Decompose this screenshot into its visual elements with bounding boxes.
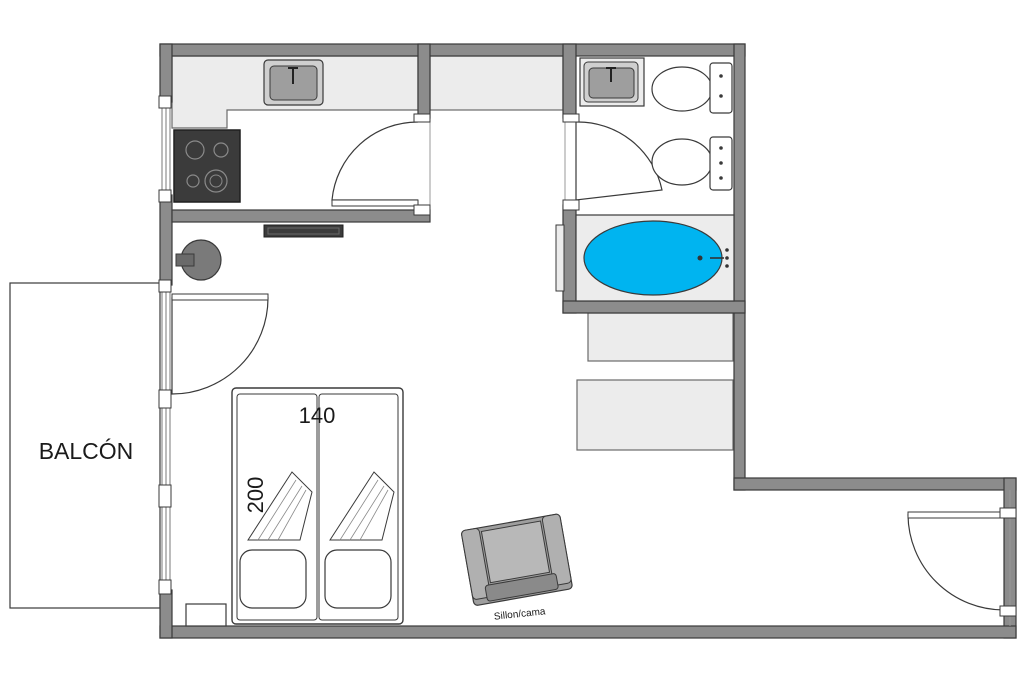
hall-shelf <box>429 55 564 111</box>
toilet <box>651 62 733 114</box>
bath-door-frame-bottom <box>562 199 580 211</box>
wall-top <box>159 43 746 57</box>
armchair-arm-right <box>541 513 572 586</box>
walls <box>159 43 1017 639</box>
bidet-bowl <box>651 138 713 186</box>
window-jamb-6 <box>158 279 172 293</box>
bath-door-frame-top <box>562 113 580 123</box>
pillow-right <box>324 549 392 609</box>
armchair-back <box>484 573 559 602</box>
bed-sheet-lines-right <box>339 479 389 541</box>
wall-right-upper <box>733 43 746 491</box>
bed-length-label: 200 <box>243 477 268 514</box>
bathtub <box>555 214 735 302</box>
nightstand <box>185 603 227 627</box>
entrance-door-frame-bottom <box>999 605 1017 617</box>
water-heater-pipe <box>175 253 195 267</box>
kitchen-door-leaf <box>331 199 419 207</box>
entrance-door-leaf <box>907 511 1005 519</box>
wall-kitchen-right <box>417 43 431 119</box>
bed-width-label: 140 <box>299 403 336 428</box>
bath-door-swing <box>575 121 663 201</box>
bidet <box>651 136 733 191</box>
toilet-bowl <box>651 66 713 112</box>
water-heater <box>175 239 222 281</box>
balcony-door-leaf <box>171 293 269 301</box>
cooktop <box>173 129 241 203</box>
armchair-arm-left <box>461 528 491 600</box>
wall-bath-bottom <box>562 300 746 314</box>
kitchen-counter <box>171 55 564 129</box>
burner-2 <box>213 142 229 158</box>
window-jamb-5 <box>158 189 172 203</box>
balcony-door-swing <box>171 297 269 395</box>
bathtub-tap-2 <box>725 256 729 260</box>
bathtub-tap-1 <box>725 248 729 252</box>
armchair-label: Sillon/cama <box>493 606 546 622</box>
balcony-label: BALCÓN <box>39 438 134 464</box>
bidet-tap-3 <box>719 176 723 180</box>
doors <box>171 113 1017 626</box>
wall-bath-left-lower <box>562 204 577 314</box>
cooktop-surface <box>173 129 241 203</box>
storage-cabinet-2 <box>576 379 734 451</box>
bidet-tap-2 <box>719 161 723 165</box>
window-jamb-2 <box>158 484 172 508</box>
toilet-button-1 <box>719 74 723 78</box>
pillow-left <box>239 549 307 609</box>
wall-left-1 <box>159 43 173 103</box>
armchair <box>461 513 573 606</box>
entrance-door-swing <box>907 514 1005 611</box>
balcony: BALCÓN <box>9 282 161 609</box>
armchair-seat <box>480 520 551 584</box>
wall-bottom <box>159 625 1017 639</box>
kitchen-door-frame-bottom <box>413 204 431 216</box>
toilet-tank <box>709 62 733 114</box>
bidet-tap-1 <box>719 146 723 150</box>
burner-4-inner <box>209 174 223 188</box>
bathroom-sink <box>579 57 645 107</box>
window-jamb-1 <box>158 389 172 409</box>
burner-3 <box>186 174 200 188</box>
heater-detail <box>267 227 340 235</box>
wall-left-2 <box>159 194 173 286</box>
toilet-button-2 <box>719 94 723 98</box>
kitchen-door-frame-top <box>413 113 431 123</box>
wall-left-3 <box>159 589 173 639</box>
wall-kitchen-bottom <box>171 209 431 223</box>
bathtub-step <box>555 224 565 292</box>
entrance-door-frame-top <box>999 507 1017 519</box>
storage-cabinet-1 <box>587 312 734 362</box>
wall-step <box>733 477 1017 491</box>
double-bed: 140 200 <box>231 387 404 625</box>
burner-4 <box>204 169 228 193</box>
burner-1 <box>185 140 205 160</box>
balcony-outline <box>9 282 161 609</box>
kitchen-door-swing <box>331 121 419 201</box>
windows <box>158 95 172 595</box>
window-jamb-4 <box>158 95 172 109</box>
heater <box>263 224 344 238</box>
window-jamb-3 <box>158 579 172 595</box>
bathtub-drain <box>697 255 703 261</box>
wall-bath-left-upper <box>562 43 577 119</box>
bathtub-tap-3 <box>725 264 729 268</box>
bed-sheet-lines-left <box>257 479 307 541</box>
kitchen-sink <box>263 59 324 106</box>
